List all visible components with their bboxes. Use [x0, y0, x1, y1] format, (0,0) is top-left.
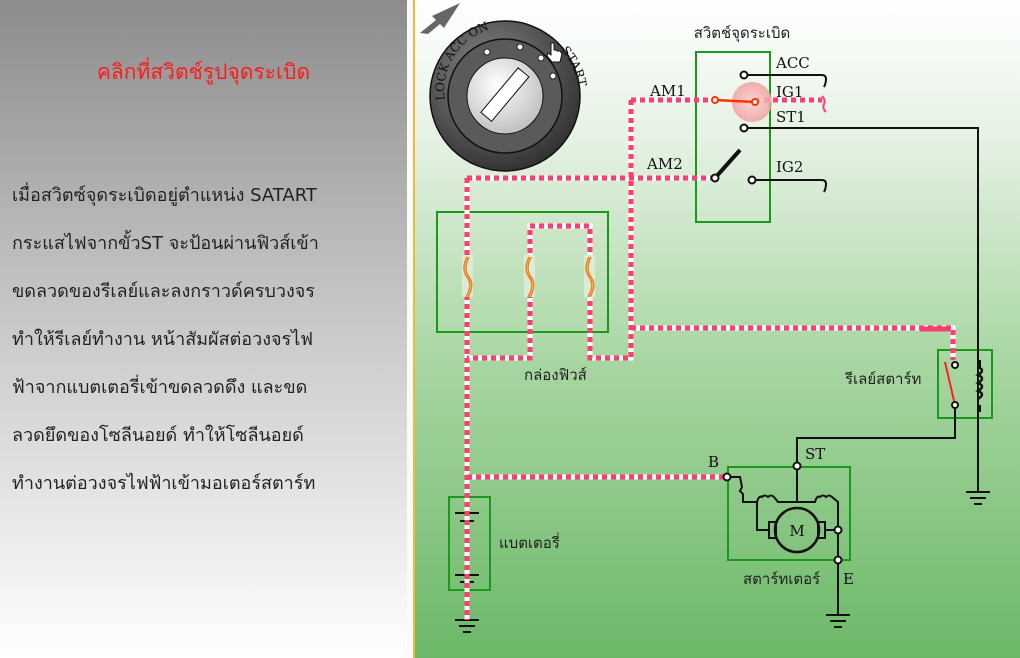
description-line: ลวดยึดของโซลีนอยด์ ทำให้โซลีนอยด์ [12, 425, 304, 446]
description-line: ทำงานต่อวงจรไฟฟ้าเข้ามอเตอร์สตาร์ท [12, 473, 316, 494]
divider [407, 0, 414, 658]
ignition-switch-label: สวิตช์จุดระเบิด [694, 24, 791, 43]
back-arrow-icon[interactable] [420, 3, 460, 34]
hand-cursor-icon [546, 42, 563, 63]
wires [455, 74, 990, 633]
acc-label: ACC [775, 54, 810, 72]
motor-label: M [789, 522, 804, 540]
am2-label: AM2 [646, 155, 683, 173]
ig1-label: IG1 [776, 83, 803, 101]
instruction-title: คลิกที่สวิตช์รูปจุดระเบิด [96, 60, 311, 84]
ignition-key-switch[interactable]: LOCK ACC ON START [429, 19, 589, 172]
fuse-box-label: กล่องฟิวส์ [524, 366, 587, 384]
starter-label: สตาร์ทเตอร์ [743, 570, 820, 588]
description-line: กระแสไฟจากขั้วST จะป้อนผ่านฟิวส์เข้า [12, 233, 319, 254]
description: เมื่อสวิตซ์จุดระเบิดอยู่ตำแหน่ง SATART ก… [12, 172, 407, 508]
b-terminal-label: B [708, 453, 719, 471]
description-line: เมื่อสวิตซ์จุดระเบิดอยู่ตำแหน่ง SATART [12, 185, 317, 206]
relay-label: รีเลย์สตาร์ท [844, 370, 921, 388]
description-line: ทำให้รีเลย์ทำงาน หน้าสัมผัสต่อวงจรไฟ [12, 329, 313, 350]
relay-contact [944, 361, 956, 406]
live-wires [464, 97, 956, 620]
description-line: ฟ้าจากแบตเตอรี่เข้าขดลวดดึง และขด [12, 377, 308, 398]
fuse-icons [462, 255, 595, 298]
explanation-panel [0, 0, 407, 658]
e-terminal-label: E [843, 570, 854, 588]
ig1-contact-arm [714, 98, 756, 104]
ig2-label: IG2 [776, 158, 803, 176]
battery-label: แบตเตอรี่ [499, 532, 560, 552]
divider-line [413, 0, 415, 658]
am1-label: AM1 [649, 82, 686, 100]
description-line: ขดลวดของรีเลย์และลงกราวด์ครบวงจร [12, 281, 315, 302]
st-terminal-label: ST [805, 445, 825, 463]
terminals [710, 70, 959, 565]
st1-label: ST1 [776, 108, 806, 126]
